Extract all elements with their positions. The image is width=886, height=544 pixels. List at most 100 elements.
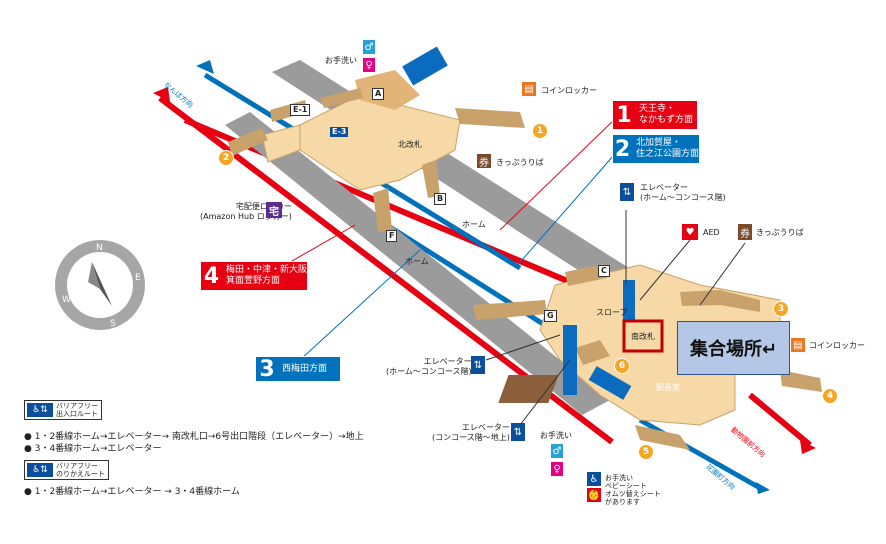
- north-stair-2: [228, 128, 268, 156]
- arrow-dobutsuen-red: [800, 440, 816, 454]
- south-stair-3: [680, 290, 760, 312]
- south-stair-4: [780, 370, 822, 392]
- track-red-right: [748, 392, 812, 448]
- circled-exit-5: 5: [638, 444, 654, 460]
- leader-elev-left: [485, 334, 561, 361]
- circled-exit-4: 4: [822, 388, 838, 404]
- line-1-box: 1 天王寺・ なかもず方面: [612, 100, 698, 130]
- ticket-label-top: きっぷうりば: [496, 158, 544, 167]
- line-4-text: 梅田・中津・新大阪 箕面萱野方面: [225, 265, 307, 286]
- barrier-free-transfer-legend: ♿⇅ バリアフリー のりかえルート: [24, 460, 109, 480]
- compass-needle-2: [88, 262, 100, 289]
- slope-label: スロープ: [596, 308, 628, 317]
- arrow-namba-blue: [196, 60, 214, 74]
- aed-icon: ♥: [682, 224, 698, 240]
- north-gate-label: 北改札: [398, 140, 422, 149]
- elevator-icon-left: ⇅: [471, 356, 485, 374]
- compass-w: W: [62, 295, 71, 305]
- elevator-icon-right: ⇅: [620, 183, 634, 201]
- line-2-number: 2: [614, 136, 631, 162]
- compass-n: N: [96, 243, 103, 253]
- exit-g: G: [544, 310, 557, 322]
- north-upper-block: [355, 70, 420, 110]
- elevator-icon-bottom: ⇅: [511, 423, 525, 441]
- coin-locker-icon-top: ▤: [522, 82, 536, 96]
- toilet-man-icon: ♂: [363, 40, 375, 54]
- exit-e3: E-3: [330, 127, 349, 137]
- wheelchair-icon: ♿: [587, 472, 601, 486]
- line-3-number: 3: [259, 356, 275, 382]
- north-blue-room: [402, 46, 448, 86]
- barrier-free-exit-icon: ♿⇅: [27, 403, 53, 417]
- line-2-box: 2 北加賀屋・ 住之江公園方面: [612, 134, 700, 164]
- ticket-icon-top: 券: [477, 154, 491, 169]
- south-elevator-block-2: [623, 280, 635, 320]
- circled-exit-3: 3: [773, 301, 789, 317]
- compass-e: E: [135, 273, 141, 283]
- line-3-text: 西梅田方面: [282, 363, 328, 374]
- ticket-label-right: きっぷうりば: [756, 228, 804, 237]
- meeting-point-box: 集合場所↵: [677, 321, 790, 375]
- platform-lower: [225, 112, 610, 415]
- circled-exit-6: 6: [614, 358, 630, 374]
- north-stair-a: [320, 88, 363, 108]
- south-stair-5: [635, 425, 690, 450]
- aed-label: AED: [703, 228, 720, 237]
- toilet-label-top: お手洗い: [325, 56, 357, 65]
- exit-f: F: [386, 230, 398, 242]
- south-blue-stair: [588, 366, 632, 400]
- exit-a: A: [372, 88, 385, 100]
- leader-line3: [299, 249, 421, 361]
- route-transfer-text: ● 1・2番線ホーム→エレベーター → 3・4番線ホーム: [24, 487, 240, 497]
- station-office-block: [498, 375, 559, 403]
- home-upper-label: ホーム: [462, 220, 486, 229]
- delivery-locker-icon: 宅: [266, 202, 282, 218]
- elevator-label-right: エレベーター (ホーム〜コンコース階): [640, 183, 726, 202]
- toilet-woman-icon: ♀: [363, 58, 375, 72]
- north-corridor: [261, 124, 301, 163]
- leader-aed: [639, 239, 691, 301]
- elevator-label-bottom: エレベーター (コンコース階〜地上): [432, 423, 510, 442]
- exit-b: B: [434, 193, 447, 205]
- line-3-box: 3 西梅田方面: [255, 356, 341, 382]
- home-lower-label: ホーム: [405, 257, 429, 266]
- leader-line2: [514, 154, 615, 269]
- coin-locker-icon-right: ▤: [791, 338, 805, 352]
- toilet-label-bottom: お手洗い: [540, 431, 572, 440]
- ticket-icon-right: 券: [738, 224, 752, 240]
- leader-elev-bottom: [519, 359, 571, 426]
- baby-seat-label: お手洗い ベビーシート オムツ替えシート があります: [605, 474, 661, 506]
- barrier-free-transfer-label: バリアフリー のりかえルート: [56, 462, 105, 478]
- north-stair-b: [422, 160, 440, 198]
- toilet-woman-icon-bottom: ♀: [551, 462, 563, 476]
- north-stair-f: [373, 188, 392, 232]
- line-1-number: 1: [616, 102, 632, 128]
- leader-line4: [284, 224, 356, 266]
- leader-line1: [499, 119, 615, 231]
- south-stair-6: [575, 340, 610, 365]
- line-4-number: 4: [203, 263, 220, 289]
- line-4-box: 4 梅田・中津・新大阪 箕面萱野方面: [200, 261, 308, 291]
- circled-exit-1: 1: [532, 123, 548, 139]
- exit-e1: E-1: [290, 104, 311, 116]
- toilet-man-icon-bottom: ♂: [551, 444, 563, 458]
- barrier-free-exit-legend: ♿⇅ バリアフリー 出入口ルート: [24, 400, 102, 420]
- coin-locker-label-right: コインロッカー: [809, 341, 865, 350]
- line-1-text: 天王寺・ なかもず方面: [639, 104, 694, 125]
- south-stair-c: [565, 264, 607, 286]
- barrier-free-exit-label: バリアフリー 出入口ルート: [56, 402, 98, 418]
- compass-needle: [92, 262, 112, 306]
- route-exit-text: ● 1・2番線ホーム→エレベーター→ 南改札口→6号出口階段（エレベーター）→地…: [24, 432, 364, 454]
- north-stair-1: [455, 108, 525, 128]
- baby-seat-icon: 👶: [587, 488, 601, 502]
- arrow-namba-red: [153, 87, 170, 102]
- elevator-label-left: エレベーター (ホーム〜コンコース階): [386, 357, 472, 376]
- line-2-text: 北加賀屋・ 住之江公園方面: [635, 138, 699, 159]
- arrow-hanazono-blue: [756, 482, 770, 494]
- coin-locker-label-top: コインロッカー: [541, 86, 597, 95]
- exit-c: C: [598, 265, 610, 277]
- south-gate-label: 南改札: [631, 332, 655, 341]
- leader-ticket: [699, 242, 746, 306]
- compass-s: S: [110, 319, 116, 329]
